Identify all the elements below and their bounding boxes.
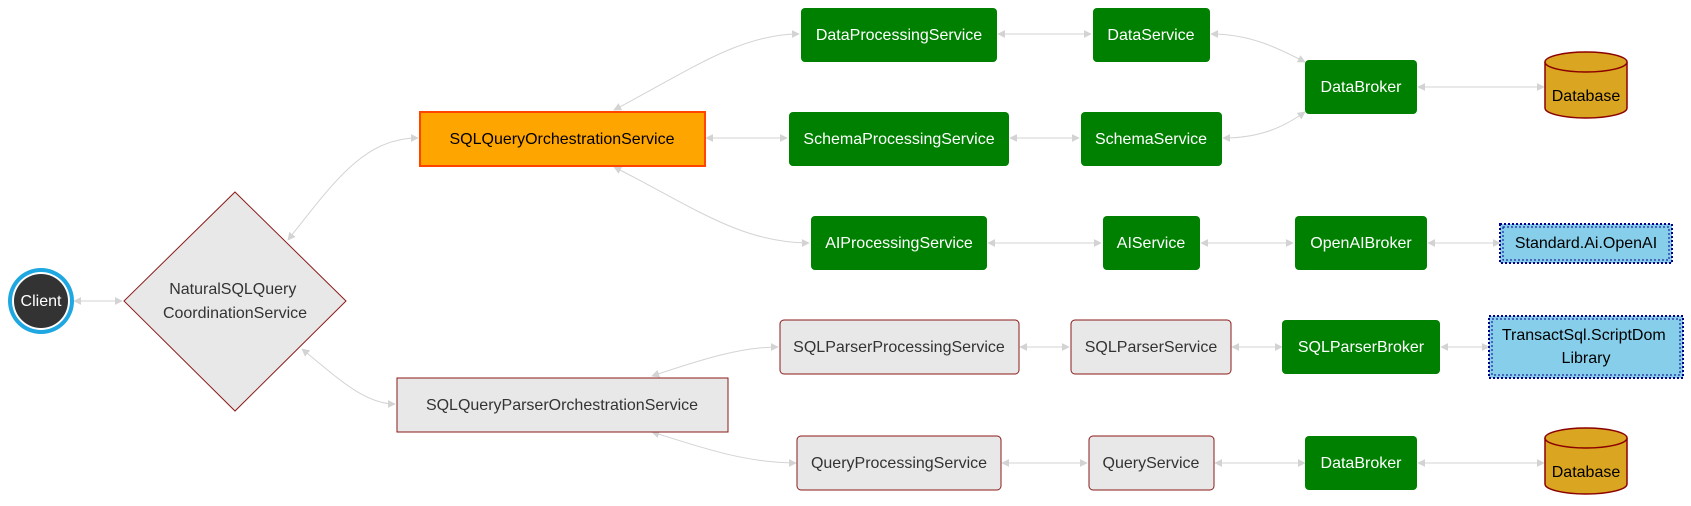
ai-processing-service-label: AIProcessingService <box>825 235 973 252</box>
sql-query-parser-orchestration-service-label: SQLQueryParserOrchestrationService <box>426 397 698 414</box>
data-broker-bottom-label: DataBroker <box>1321 455 1403 472</box>
query-service-node[interactable]: QueryService <box>1088 435 1215 491</box>
scriptdom-library-label: TransactSql.ScriptDom Library <box>1502 327 1670 367</box>
scriptdom-library-node[interactable]: TransactSql.ScriptDom Library <box>1488 315 1684 379</box>
data-broker-top-node[interactable]: DataBroker <box>1305 60 1417 114</box>
coordination-service-label: NaturalSQLQuery CoordinationService <box>163 281 307 322</box>
sql-parser-broker-label: SQLParserBroker <box>1298 339 1425 356</box>
schema-service-node[interactable]: SchemaService <box>1081 112 1222 166</box>
ai-service-label: AIService <box>1117 235 1186 252</box>
schema-service-label: SchemaService <box>1095 131 1207 148</box>
query-service-label: QueryService <box>1103 455 1200 472</box>
openai-broker-label: OpenAIBroker <box>1310 235 1412 252</box>
edge-coordination-sqlorch <box>287 134 419 241</box>
edge-sqlparserorch-sqlparserproc <box>651 343 779 378</box>
openai-library-label: Standard.Ai.OpenAI <box>1515 235 1657 252</box>
edge-sqlparserorch-queryproc <box>651 430 797 467</box>
data-processing-service-node[interactable]: DataProcessingService <box>801 8 997 62</box>
data-service-label: DataService <box>1107 27 1194 44</box>
nodes: Client NaturalSQLQuery CoordinationServi… <box>8 8 1684 495</box>
edge-coordination-sqlparserorch <box>301 348 396 408</box>
data-service-node[interactable]: DataService <box>1093 8 1210 62</box>
openai-broker-node[interactable]: OpenAIBroker <box>1295 216 1427 270</box>
database-bottom-node[interactable]: Database <box>1544 427 1628 495</box>
database-bottom-label: Database <box>1552 464 1621 481</box>
sql-query-parser-orchestration-service-node[interactable]: SQLQueryParserOrchestrationService <box>396 377 729 433</box>
sql-query-orchestration-service-node[interactable]: SQLQueryOrchestrationService <box>419 111 706 167</box>
sql-parser-processing-service-label: SQLParserProcessingService <box>793 339 1005 356</box>
edges <box>73 30 1545 467</box>
sql-query-orchestration-service-label: SQLQueryOrchestrationService <box>450 131 675 148</box>
query-processing-service-label: QueryProcessingService <box>811 455 987 472</box>
edge-sqlorch-aiproc <box>613 166 810 247</box>
ai-service-node[interactable]: AIService <box>1103 216 1200 270</box>
coordination-service-node[interactable]: NaturalSQLQuery CoordinationService <box>123 191 347 412</box>
edge-sqlorch-dataproc <box>613 30 800 111</box>
sql-parser-service-label: SQLParserService <box>1085 339 1218 356</box>
schema-processing-service-label: SchemaProcessingService <box>803 131 994 148</box>
sql-parser-broker-node[interactable]: SQLParserBroker <box>1282 320 1440 374</box>
ai-processing-service-node[interactable]: AIProcessingService <box>811 216 987 270</box>
client-node[interactable]: Client <box>8 268 74 334</box>
edge-datasvc-databroker <box>1210 30 1306 63</box>
database-top-label: Database <box>1552 88 1621 105</box>
data-broker-bottom-node[interactable]: DataBroker <box>1305 436 1417 490</box>
edge-schemasvc-databroker <box>1222 111 1306 142</box>
data-processing-service-label: DataProcessingService <box>816 27 982 44</box>
database-top-node[interactable]: Database <box>1544 51 1628 119</box>
schema-processing-service-node[interactable]: SchemaProcessingService <box>789 112 1009 166</box>
data-broker-top-label: DataBroker <box>1321 79 1403 96</box>
sql-parser-processing-service-node[interactable]: SQLParserProcessingService <box>779 319 1020 375</box>
openai-library-node[interactable]: Standard.Ai.OpenAI <box>1499 223 1673 264</box>
sql-parser-service-node[interactable]: SQLParserService <box>1070 319 1232 375</box>
client-label: Client <box>21 293 62 310</box>
query-processing-service-node[interactable]: QueryProcessingService <box>796 435 1002 491</box>
